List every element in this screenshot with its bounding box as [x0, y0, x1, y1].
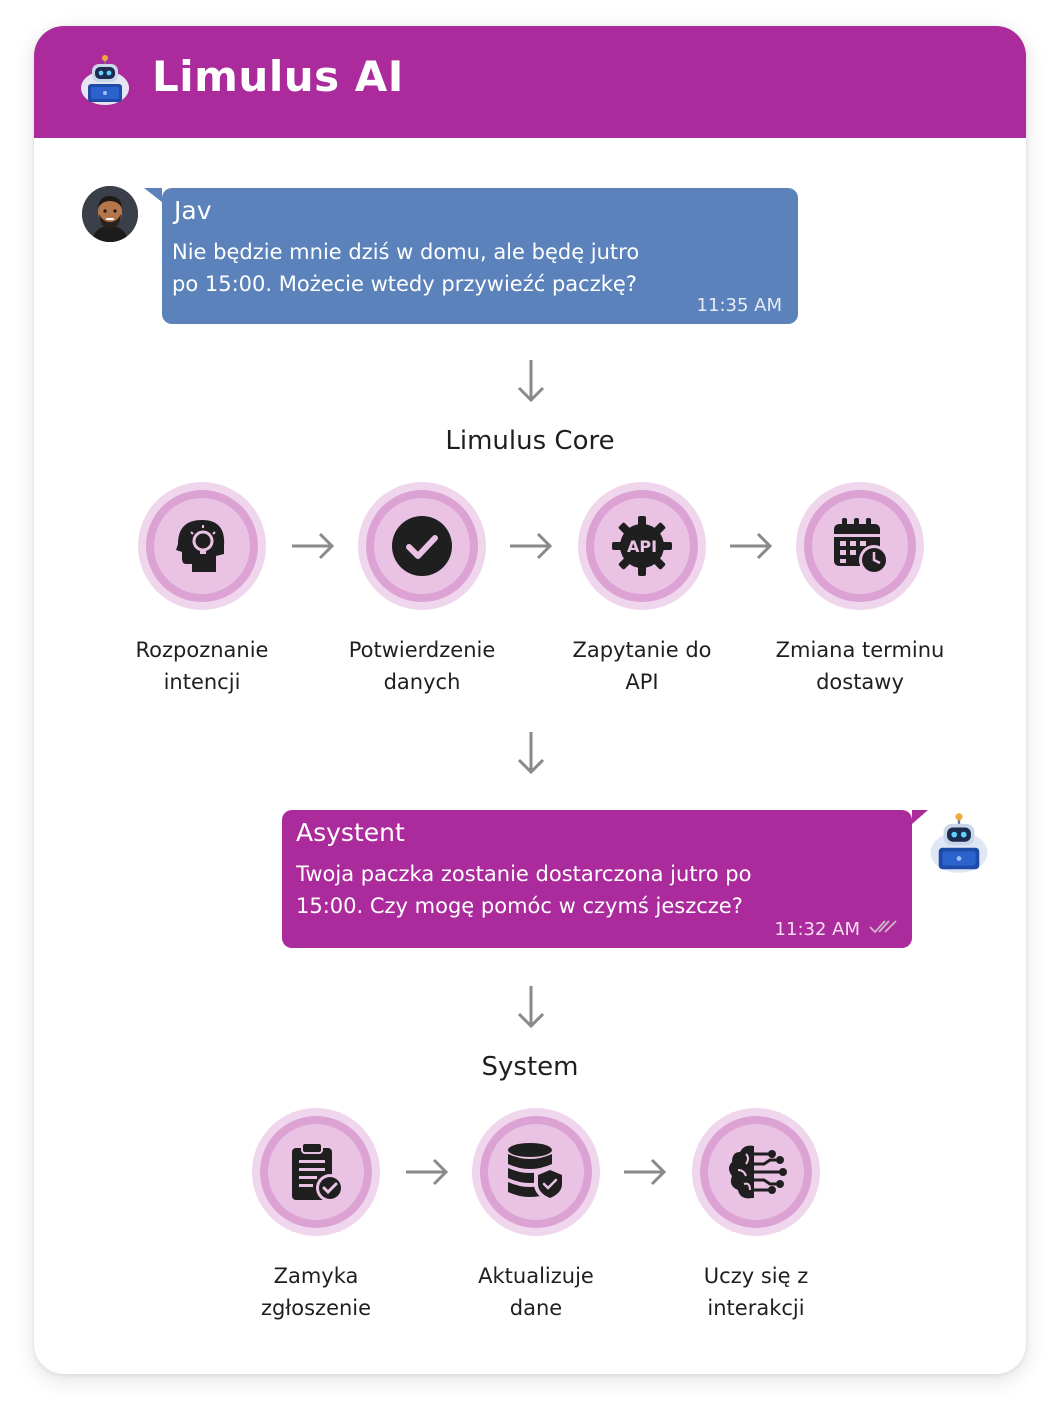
assistant-message-text: Twoja paczka zostanie dostarczona jutro … [296, 858, 751, 922]
system-step-label: Zamyka zgłoszenie [260, 1264, 372, 1320]
down-arrow-icon [516, 984, 546, 1034]
system-step-label: Aktualizuje dane [478, 1264, 594, 1320]
system-section-title: System [481, 1052, 579, 1082]
system-step-label: Uczy się z interakcji [703, 1264, 809, 1320]
api-gear-icon: API [612, 516, 672, 576]
right-arrow-icon [508, 531, 554, 565]
right-arrow-icon [622, 1157, 668, 1191]
database-shield-icon [508, 1143, 566, 1202]
head-lightbulb-icon [176, 520, 225, 572]
clipboard-check-icon [292, 1142, 344, 1202]
core-step-label: Zapytanie do API [572, 638, 712, 694]
assistant-message-bubble: Asystent Twoja paczka zostanie dostarczo… [282, 810, 928, 948]
app-title: Limulus AI [152, 52, 404, 101]
assistant-message-time: 11:32 AM [774, 919, 860, 940]
flow-card: Limulus AI Jav Nie będzie mnie dziś w do… [34, 26, 1026, 1374]
brain-circuit-icon [729, 1145, 787, 1199]
right-arrow-icon [290, 531, 336, 565]
calendar-clock-icon [834, 518, 889, 575]
user-message-line: po 15:00. Możecie wtedy przywieźć paczkę… [172, 272, 637, 296]
assistant-avatar-robot-icon [928, 812, 990, 874]
right-arrow-icon [728, 531, 774, 565]
core-section-title: Limulus Core [445, 426, 615, 456]
core-step-label: Potwierdzenie danych [348, 638, 496, 694]
user-sender-name: Jav [174, 196, 212, 225]
assistant-sender-name: Asystent [296, 818, 405, 847]
user-message-bubble: Jav Nie będzie mnie dziś w domu, ale będ… [144, 188, 798, 324]
user-message-line: Nie będzie mnie dziś w domu, ale będę ju… [172, 240, 640, 264]
user-message-time: 11:35 AM [696, 295, 782, 316]
check-circle-icon [392, 516, 452, 576]
user-avatar [82, 186, 138, 242]
robot-laptop-icon [80, 54, 130, 106]
core-step-label: Zmiana terminu dostawy [775, 638, 945, 694]
core-step-label: Rozpoznanie intencji [135, 638, 269, 694]
assistant-message-line: Twoja paczka zostanie dostarczona jutro … [296, 862, 752, 886]
right-arrow-icon [404, 1157, 450, 1191]
bubble-tail [144, 188, 162, 202]
down-arrow-icon [516, 730, 546, 780]
user-message-text: Nie będzie mnie dziś w domu, ale będę ju… [172, 236, 639, 300]
assistant-message-line: 15:00. Czy mogę pomóc w czymś jeszcze? [296, 894, 743, 918]
bubble-tail [912, 810, 928, 824]
app-header: Limulus AI [34, 26, 1026, 138]
double-check-icon [868, 918, 898, 938]
svg-text:API: API [627, 537, 657, 556]
down-arrow-icon [516, 358, 546, 408]
